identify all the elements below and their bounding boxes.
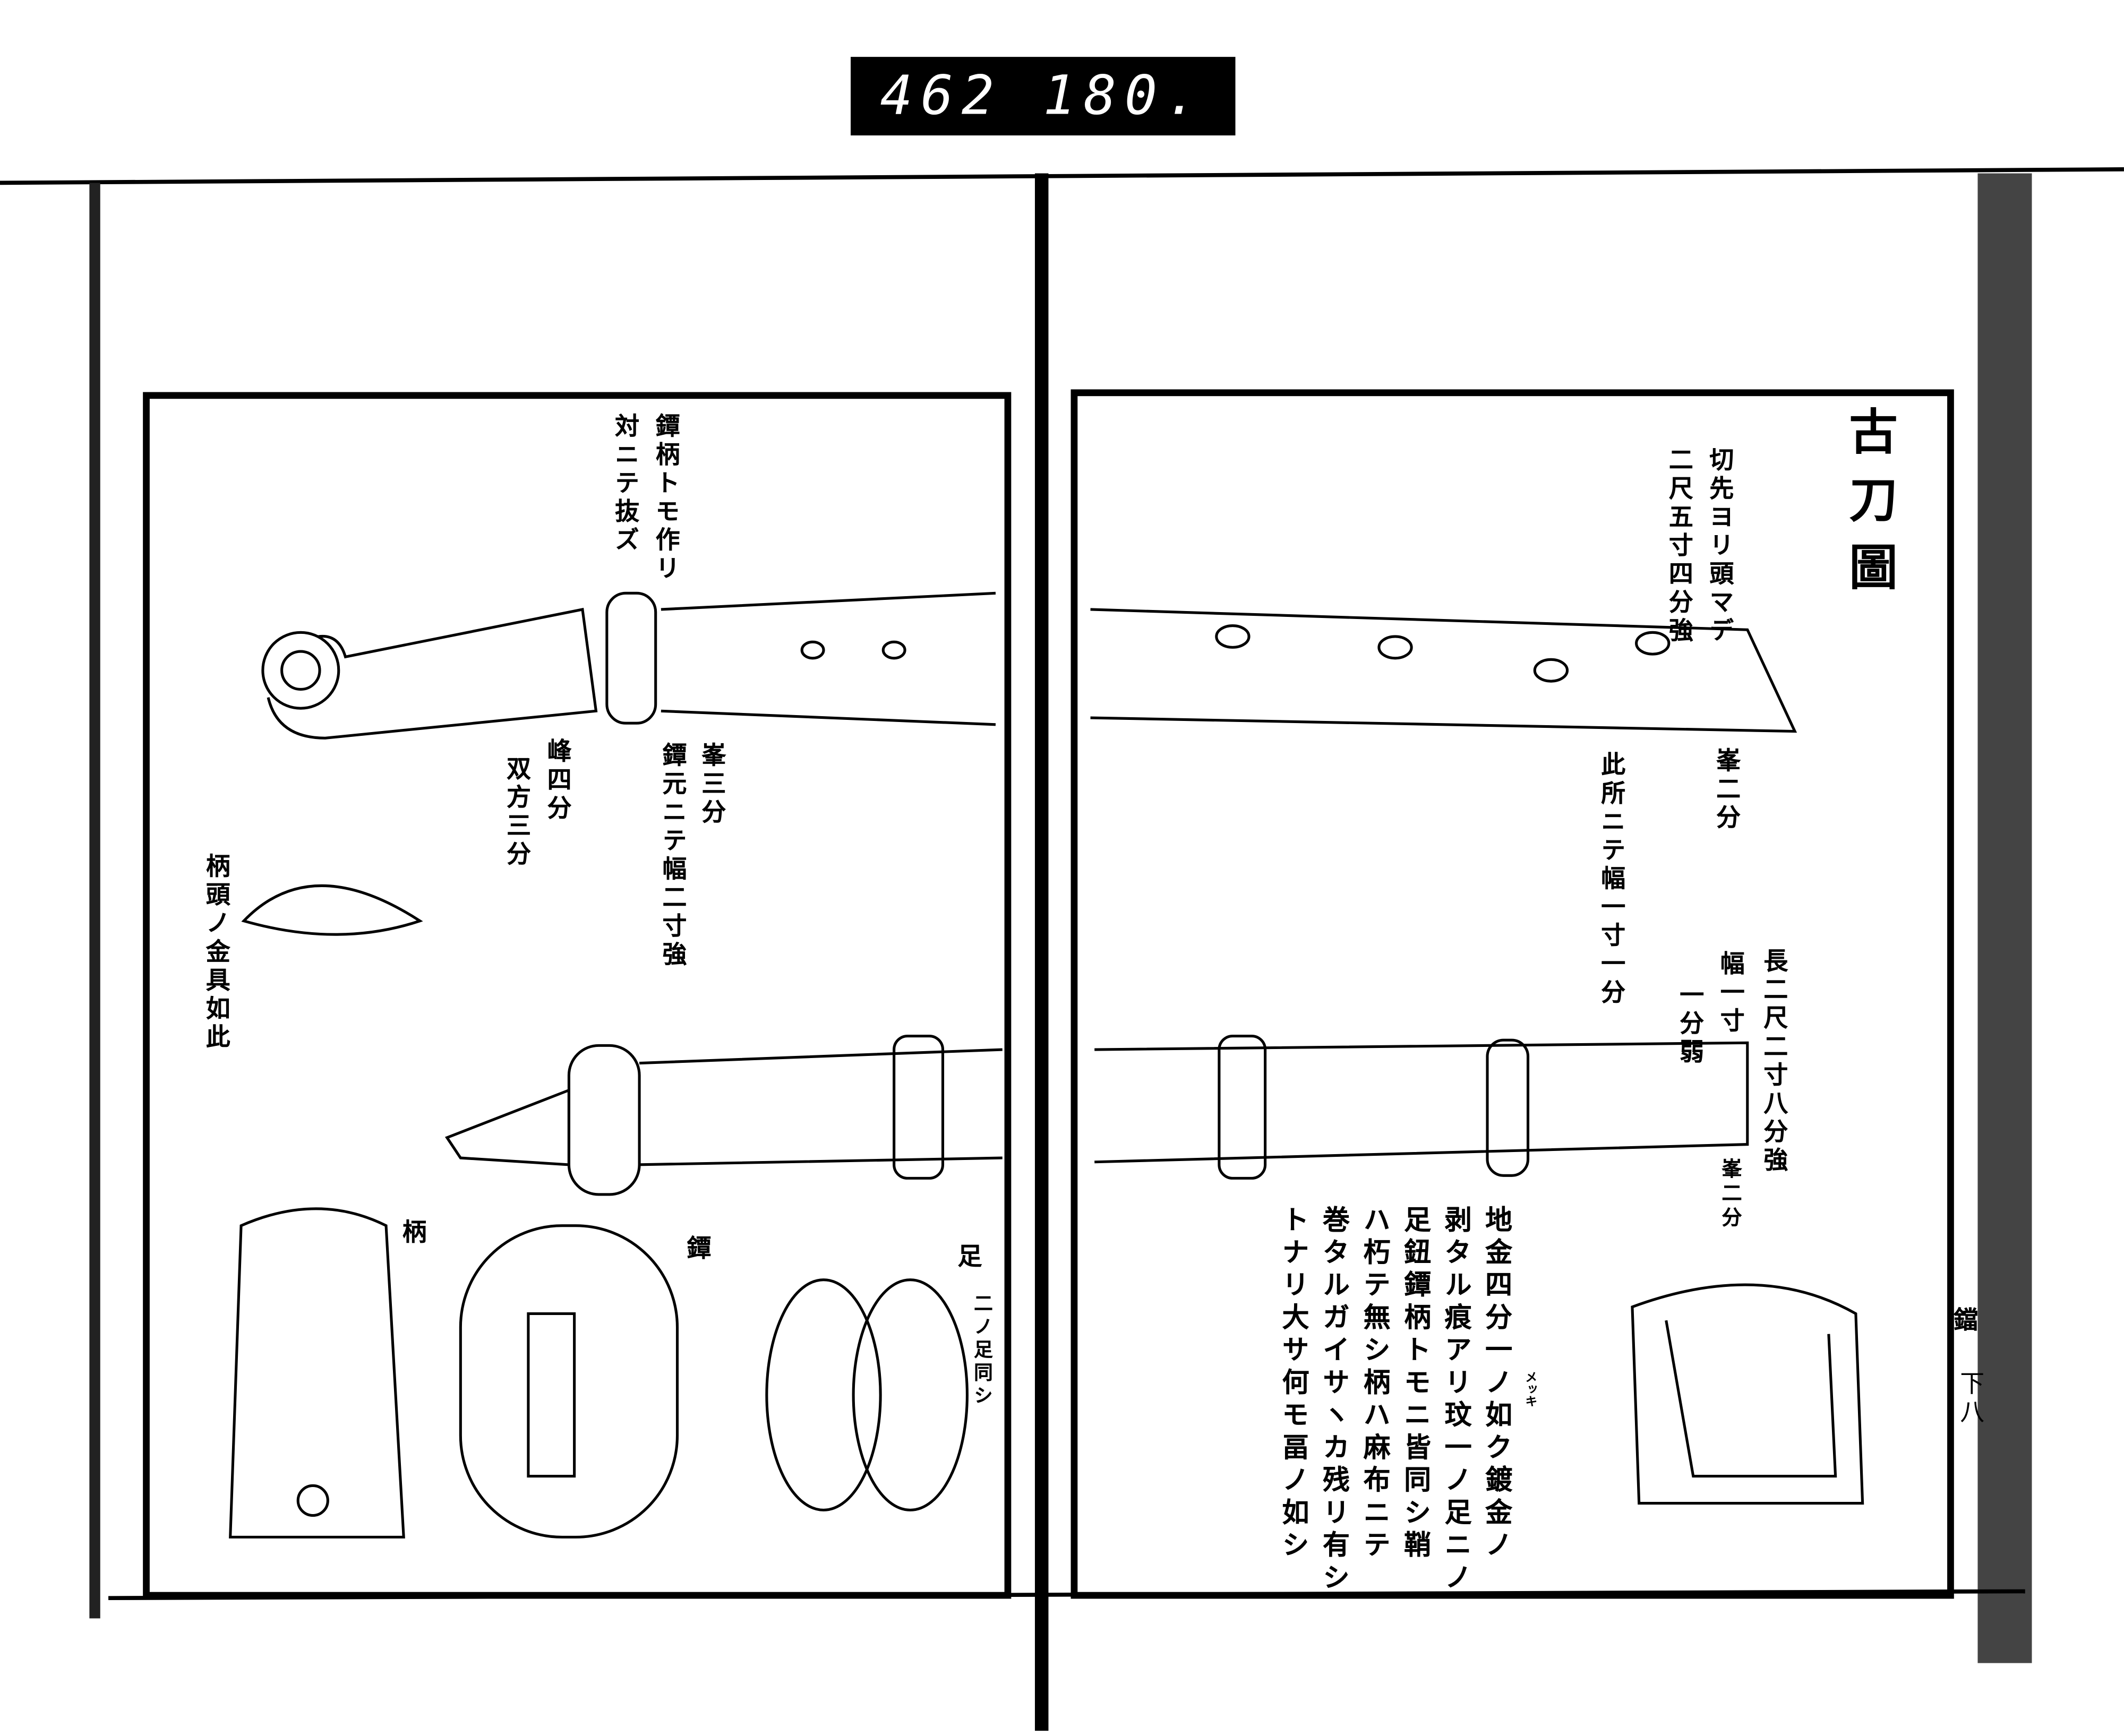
page-title: 古刀圖 xyxy=(1840,406,1898,609)
tsuba-drawing xyxy=(459,1224,679,1539)
pommel-cap-drawing xyxy=(241,884,423,936)
scabbard-length-label: 長二尺二寸八分強 xyxy=(1759,948,1788,1176)
note-tsuba-2: 対ニテ抜ズ xyxy=(611,413,640,555)
width-at-tsuba-label: 鐔元ニテ幅二寸強 xyxy=(658,742,687,970)
ashi-drawing xyxy=(765,1278,882,1511)
body-line-3: 足鈕鐔柄トモニ皆同シ鞘 xyxy=(1399,1205,1432,1563)
kojiri-drawing xyxy=(1631,1283,1864,1505)
bottom-rule xyxy=(108,1589,2025,1601)
lower-sword-drawing xyxy=(444,1034,1749,1196)
mine-4-label: 峰四分 xyxy=(543,738,572,824)
call-number-label: 462 180. xyxy=(851,57,1236,136)
mine-2-top-label: 峯二分 xyxy=(1712,747,1741,833)
page-number: 下八 xyxy=(1956,1370,1985,1428)
length-note-2: 二尺五寸四分強 xyxy=(1665,446,1693,646)
mine-2-bottom-label: 峯二分 xyxy=(1719,1158,1744,1231)
body-line-2: 剥タル痕アリ玟一ノ足ニノ xyxy=(1440,1205,1472,1596)
scabbard-width-1: 幅一寸 xyxy=(1716,950,1745,1036)
note-tsuba: 鐔柄トモ作リ xyxy=(652,413,680,584)
both-3-label: 双方三分 xyxy=(502,755,531,870)
mine-3-label: 峯三分 xyxy=(697,742,726,828)
body-line-1: 地金四分一ノ如ク鍍金ノ xyxy=(1480,1205,1513,1563)
left-book-edge xyxy=(89,183,100,1619)
top-edge-line xyxy=(0,167,2124,185)
ruby-mekki: メッキ xyxy=(1522,1370,1536,1407)
length-note-1: 切先ヨリ頭マデ xyxy=(1705,446,1734,646)
label-hilt: 柄 xyxy=(398,1218,427,1248)
hilt-drawing xyxy=(229,1207,405,1539)
scabbard-width-2: 一分弱 xyxy=(1675,982,1705,1068)
upper-sword-drawing xyxy=(261,591,1797,740)
body-line-4: ハ朽テ無シ柄ハ麻布ニテ xyxy=(1358,1205,1391,1563)
pommel-note: 柄頭ノ金具如此 xyxy=(202,853,230,1053)
label-tsuba: 鐔 xyxy=(682,1235,712,1264)
right-frame xyxy=(1070,389,1954,1599)
right-page-stack xyxy=(1977,173,2032,1663)
label-ashi-note: 二ノ足同シ xyxy=(971,1293,993,1409)
body-line-5: 巻タルガイサヽカ残リ有シ xyxy=(1318,1205,1351,1596)
gutter xyxy=(1034,173,1049,1731)
body-line-6: トナリ大サ何モ畐ノ如シ xyxy=(1277,1205,1310,1563)
label-kojiri: 鐺 xyxy=(1949,1307,1978,1336)
width-here-label: 此所ニテ幅一寸一分 xyxy=(1597,751,1626,1008)
label-ashi: 足 xyxy=(953,1243,982,1272)
